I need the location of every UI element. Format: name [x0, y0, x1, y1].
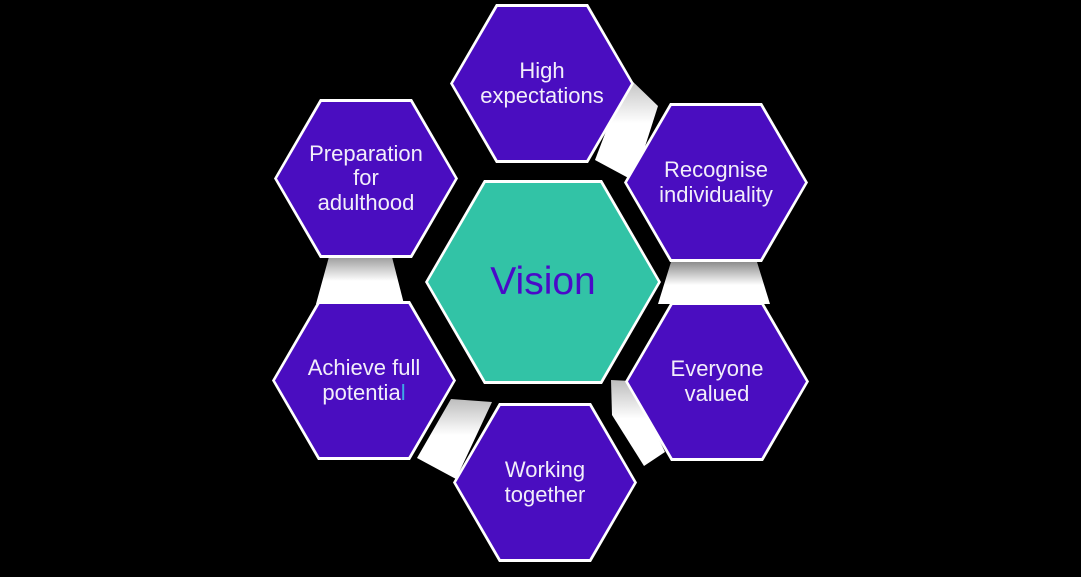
hex-label: Working together	[504, 456, 586, 507]
hex-achieve-full-potential[interactable]: Achieve full potential	[272, 301, 456, 460]
connector-right	[658, 262, 770, 304]
hex-label: Achieve full potential	[307, 354, 421, 405]
hex-everyone-valued[interactable]: Everyone valued	[625, 302, 809, 461]
text-cursor-character: l	[400, 379, 406, 405]
vision-title: Vision	[490, 259, 596, 303]
hex-vision-center[interactable]: Vision	[425, 180, 661, 384]
hex-preparation-for-adulthood[interactable]: Preparation for adulthood	[274, 99, 458, 258]
hex-fill: Recognise individuality	[627, 106, 805, 259]
hex-fill: High expectations	[453, 7, 631, 160]
hex-fill: Preparation for adulthood	[277, 102, 455, 255]
hex-fill: Vision	[428, 183, 658, 381]
hex-fill: Everyone valued	[628, 305, 806, 458]
hex-label: Recognise individuality	[659, 156, 773, 207]
hex-high-expectations[interactable]: High expectations	[450, 4, 634, 163]
hex-label-main: Achieve full potentia	[307, 354, 421, 405]
hex-label: Everyone valued	[670, 355, 764, 406]
hex-fill: Working together	[456, 406, 634, 559]
hex-fill: Achieve full potential	[275, 304, 453, 457]
hex-recognise-individuality[interactable]: Recognise individuality	[624, 103, 808, 262]
hex-label: Preparation for adulthood	[309, 140, 423, 215]
hex-label: High expectations	[480, 57, 604, 108]
connector-left	[316, 253, 404, 304]
hex-working-together[interactable]: Working together	[453, 403, 637, 562]
